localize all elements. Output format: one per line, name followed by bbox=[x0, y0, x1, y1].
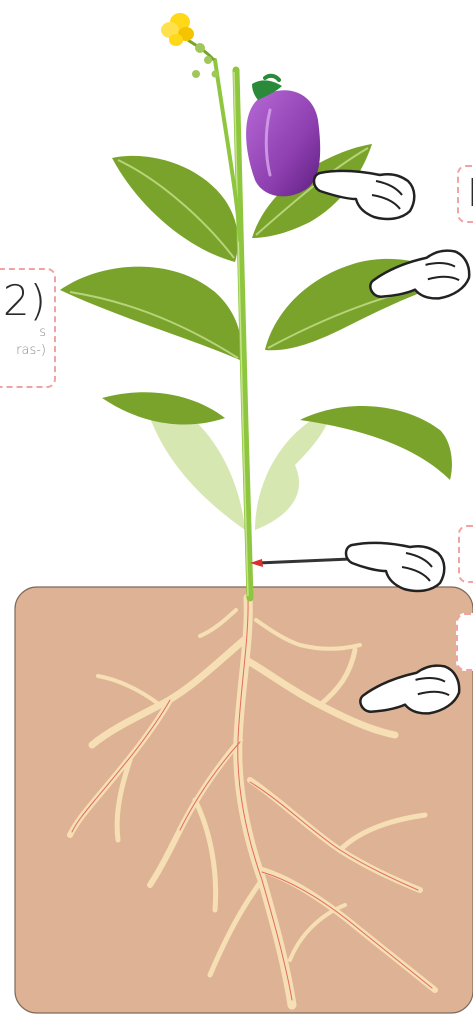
pointing-hand-icon bbox=[346, 543, 444, 591]
flower-icon bbox=[161, 13, 219, 78]
label-root bbox=[456, 613, 473, 671]
eggplant-icon bbox=[246, 76, 320, 197]
pointing-hand-icon bbox=[367, 239, 473, 324]
label-top-right: I bbox=[457, 165, 473, 223]
label-stem bbox=[458, 525, 473, 583]
pointing-hand-icon bbox=[314, 171, 414, 219]
label-left-line-1: s bbox=[0, 324, 46, 342]
label-left: 2) s ras-) bbox=[0, 268, 56, 388]
label-top-right-main: I bbox=[467, 171, 473, 215]
label-left-line-2: ras-) bbox=[0, 342, 46, 360]
label-left-main: 2) bbox=[0, 278, 46, 324]
lower-leaves bbox=[102, 392, 452, 530]
